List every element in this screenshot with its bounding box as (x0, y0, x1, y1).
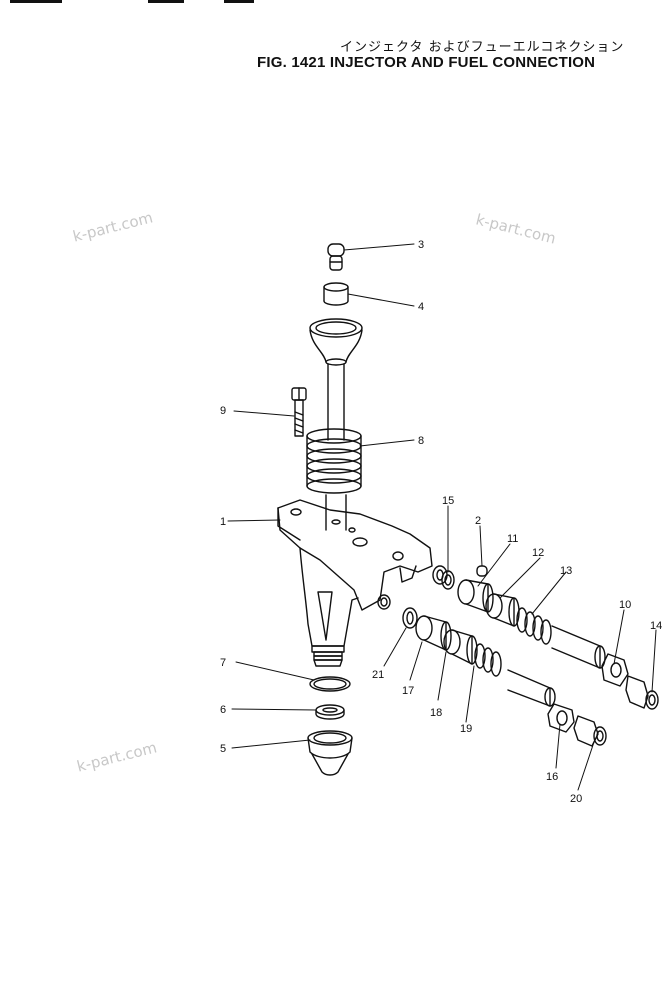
callout-18: 18 (430, 707, 442, 719)
callout-21: 21 (372, 669, 384, 681)
part-16-nut (547, 703, 575, 733)
callout-3: 3 (418, 239, 424, 251)
top-edge-mark (148, 0, 184, 3)
callout-11: 11 (507, 533, 518, 545)
top-edge-mark (10, 0, 62, 3)
callout-10: 10 (619, 599, 631, 611)
callout-16: 16 (546, 771, 558, 783)
part-10-nut (601, 653, 629, 687)
leader-lines (227, 243, 657, 791)
figure-title: FIG. 1421 INJECTOR AND FUEL CONNECTION (257, 54, 596, 71)
part-1-injector-body (277, 499, 448, 667)
callout-9: 9 (220, 405, 226, 417)
callout-14: 14 (650, 620, 662, 632)
part-5-nozzle-cap (307, 730, 353, 776)
part-15-ring (441, 570, 455, 590)
part-9-bolt (291, 387, 307, 437)
part-12-seal (485, 593, 520, 627)
part-6-washer (315, 704, 345, 720)
callout-4: 4 (418, 301, 424, 313)
callout-2: 2 (475, 515, 481, 527)
callout-13: 13 (560, 565, 572, 577)
part-21-ring (402, 607, 418, 629)
callout-8: 8 (418, 435, 424, 447)
part-2-ball (476, 565, 488, 577)
part-8-spring (306, 428, 362, 494)
callout-5: 5 (220, 743, 226, 755)
callout-1: 1 (220, 516, 226, 528)
callout-15: 15 (442, 495, 454, 507)
part-18-seal (443, 629, 478, 665)
callout-7: 7 (220, 657, 226, 669)
part-11-seal (457, 579, 494, 613)
figure-title-japanese: インジェクタ およびフューエルコネクション (340, 40, 625, 55)
part-3-cap (327, 243, 345, 271)
callout-17: 17 (402, 685, 414, 697)
part-4-collar (323, 282, 349, 306)
top-edge-mark (224, 0, 254, 3)
part-7-o-ring (309, 676, 351, 692)
plunger-rod (309, 318, 363, 531)
callout-12: 12 (532, 547, 544, 559)
callout-6: 6 (220, 704, 226, 716)
callout-20: 20 (570, 793, 582, 805)
callout-19: 19 (460, 723, 472, 735)
part-20-fitting (573, 715, 607, 747)
part-13-spring-body (516, 607, 606, 669)
part-19-spring (474, 643, 556, 707)
